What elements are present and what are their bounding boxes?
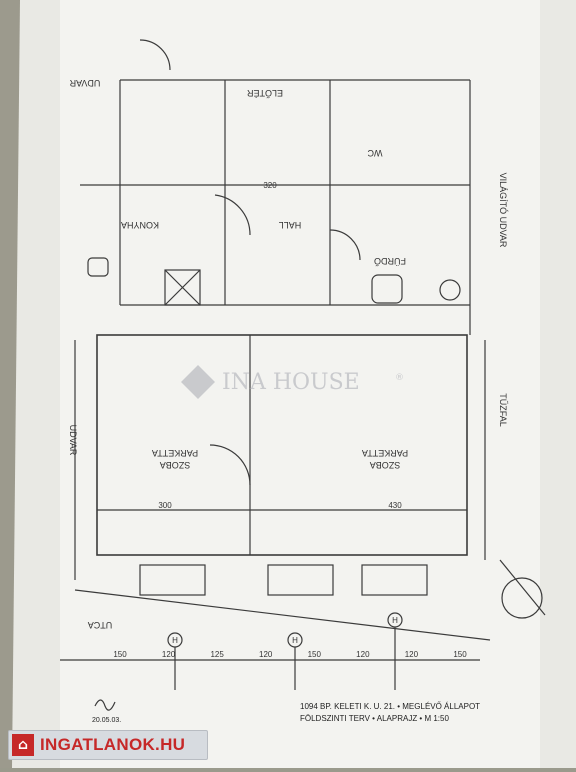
dimension-value: 120	[405, 650, 419, 659]
house-icon: ⌂	[12, 734, 34, 756]
dim-ceiling: 320	[263, 181, 277, 190]
room-labels: SZOBA PARKETTA SZOBA PARKETTA KONYHA HAL…	[68, 78, 508, 630]
dimension-value: 120	[259, 650, 273, 659]
door-swing-1	[214, 194, 251, 236]
label-left-floor: PARKETTA	[152, 448, 198, 458]
title-block: 1094 BP. KELETI K. U. 21. • MEGLÉVŐ ÁLLA…	[92, 702, 480, 724]
label-light-well: VILÁGÍTÓ UDVAR	[498, 173, 508, 248]
signature-date: 20.05.03.	[92, 717, 121, 724]
label-courtyard-left: UDVAR	[68, 425, 78, 456]
site-badge[interactable]: ⌂ INGATLANOK.HU	[8, 730, 208, 760]
stair-hatch	[164, 269, 201, 306]
plan-lines	[60, 39, 546, 711]
dimension-value: 150	[308, 650, 322, 659]
paper-center	[60, 0, 540, 768]
label-courtyard-top: UDVAR	[69, 78, 100, 88]
dim-right-room: 430	[388, 501, 402, 510]
window-2	[267, 564, 334, 596]
drain-fixture	[439, 279, 461, 301]
axis-labels: H H H	[172, 616, 398, 645]
bottom-dimension-row: 150 120 125 120 150 120 120 150	[113, 650, 467, 659]
watermark-text: INA HOUSE	[222, 370, 360, 395]
watermark-registered: ®	[395, 373, 404, 383]
label-firewall: TŰZFAL	[498, 393, 508, 427]
site-badge-text: INGATLANOK.HU	[40, 735, 186, 754]
axis-letter: H	[392, 616, 398, 625]
label-right-floor: PARKETTA	[362, 448, 408, 458]
north-arrow-icon	[501, 577, 543, 619]
dimension-value: 150	[453, 650, 467, 659]
toilet-fixture	[371, 274, 403, 304]
sink-fixture	[87, 257, 109, 277]
dimension-value: 120	[356, 650, 370, 659]
label-wc: WC	[367, 148, 382, 158]
north-arrow-needle	[499, 559, 546, 616]
label-entrance: ELŐTÉR	[246, 88, 283, 98]
label-left-room: SZOBA	[160, 460, 191, 470]
label-street: UTCA	[88, 620, 113, 630]
dimension-value: 125	[210, 650, 224, 659]
watermark-logo: INA HOUSE ®	[181, 365, 404, 399]
label-kitchen: KONYHA	[121, 220, 159, 230]
watermark-diamond-icon	[181, 365, 215, 399]
label-right-room: SZOBA	[370, 460, 401, 470]
label-bath: FÜRDŐ	[374, 256, 406, 266]
axis-letter: H	[172, 636, 178, 645]
door-swing-3	[329, 229, 361, 261]
dimension-value: 120	[162, 650, 176, 659]
signature-scribble	[94, 699, 116, 711]
outer-wall-front	[96, 334, 468, 556]
door-swing-4	[139, 39, 171, 71]
axis-letter: H	[292, 636, 298, 645]
title-line-1: 1094 BP. KELETI K. U. 21. • MEGLÉVŐ ÁLLA…	[300, 702, 480, 711]
window-3	[361, 564, 428, 596]
title-line-2: FÖLDSZINTI TERV • ALAPRAJZ • M 1:50	[300, 714, 449, 723]
street-line	[74, 589, 491, 641]
door-swing-2	[209, 444, 251, 486]
dim-left-room: 300	[158, 501, 172, 510]
dimension-value: 150	[113, 650, 127, 659]
window-1	[139, 564, 206, 596]
label-hall: HALL	[279, 220, 302, 230]
